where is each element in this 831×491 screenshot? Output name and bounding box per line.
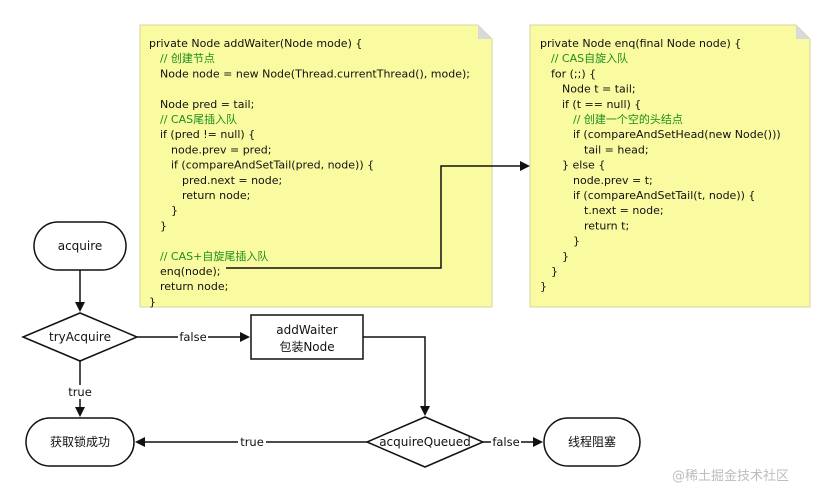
code-line: if (compareAndSetTail(t, node)) { xyxy=(573,189,755,202)
code-line: if (pred != null) { xyxy=(160,128,255,141)
code-line: // CAS自旋入队 xyxy=(551,51,628,65)
code-line: t.next = node; xyxy=(584,204,664,217)
addwaiter-code-note: private Node addWaiter(Node mode) {// 创建… xyxy=(139,24,493,308)
thread-blocked-node: 线程阻塞 xyxy=(543,417,641,467)
edge-addwaiter-acquirequeued xyxy=(363,336,430,416)
tryacquire-label: tryAcquire xyxy=(49,330,111,344)
acquire-node: acquire xyxy=(33,221,127,271)
code-line: if (compareAndSetHead(new Node())) xyxy=(573,128,781,141)
code-line: return t; xyxy=(584,219,629,232)
addwaiter-label: addWaiter xyxy=(276,323,337,337)
code-line: Node t = tail; xyxy=(562,83,636,96)
code-line: tail = head; xyxy=(584,143,649,156)
code-line: node.prev = t; xyxy=(573,174,653,187)
addwaiter-box: addWaiter 包装Node xyxy=(250,314,364,360)
enq-link-arrow xyxy=(226,161,530,269)
acquire-label: acquire xyxy=(58,239,103,253)
code-line: } xyxy=(540,280,547,293)
code-line: if (t == null) { xyxy=(562,98,641,111)
acquirequeued-decision: acquireQueued xyxy=(365,416,485,468)
code-line: node.prev = pred; xyxy=(171,143,271,156)
acquirequeued-label: acquireQueued xyxy=(379,435,471,449)
code-line: } xyxy=(171,204,178,217)
code-line: private Node enq(final Node node) { xyxy=(540,37,741,50)
edge-label-true-2: true xyxy=(240,435,264,449)
code-line: for (;;) { xyxy=(551,67,596,80)
code-line: return node; xyxy=(160,280,228,293)
tryacquire-decision: tryAcquire xyxy=(21,312,139,362)
get-lock-node: 获取锁成功 xyxy=(25,417,135,467)
thread-blocked-label: 线程阻塞 xyxy=(568,434,616,449)
wrap-node-label: 包装Node xyxy=(279,340,334,354)
code-line: private Node addWaiter(Node mode) { xyxy=(149,37,362,50)
code-line: } xyxy=(551,265,558,278)
enq-code-note: private Node enq(final Node node) {// CA… xyxy=(529,24,811,308)
code-line: } else { xyxy=(562,159,605,172)
code-line: // CAS+自旋尾插入队 xyxy=(160,249,268,263)
code-line: // 创建节点 xyxy=(160,51,215,65)
code-line: if (compareAndSetTail(pred, node)) { xyxy=(171,159,374,172)
watermark: @稀土掘金技术社区 xyxy=(672,468,789,484)
code-line: } xyxy=(562,250,569,263)
code-line: } xyxy=(573,235,580,248)
code-line: Node pred = tail; xyxy=(160,98,254,111)
code-line: Node node = new Node(Thread.currentThrea… xyxy=(160,67,470,80)
code-line: // 创建一个空的头结点 xyxy=(573,112,683,126)
code-line: } xyxy=(160,219,167,232)
code-line: // CAS尾插入队 xyxy=(160,112,237,126)
get-lock-label: 获取锁成功 xyxy=(50,434,110,449)
code-line: pred.next = node; xyxy=(182,174,282,187)
edge-label-false-1: false xyxy=(179,330,206,344)
code-line: } xyxy=(149,295,156,308)
code-line: enq(node); xyxy=(160,265,220,278)
code-line: return node; xyxy=(182,189,250,202)
edge-label-false-2: false xyxy=(492,435,519,449)
edge-label-true-1: true xyxy=(68,385,92,399)
